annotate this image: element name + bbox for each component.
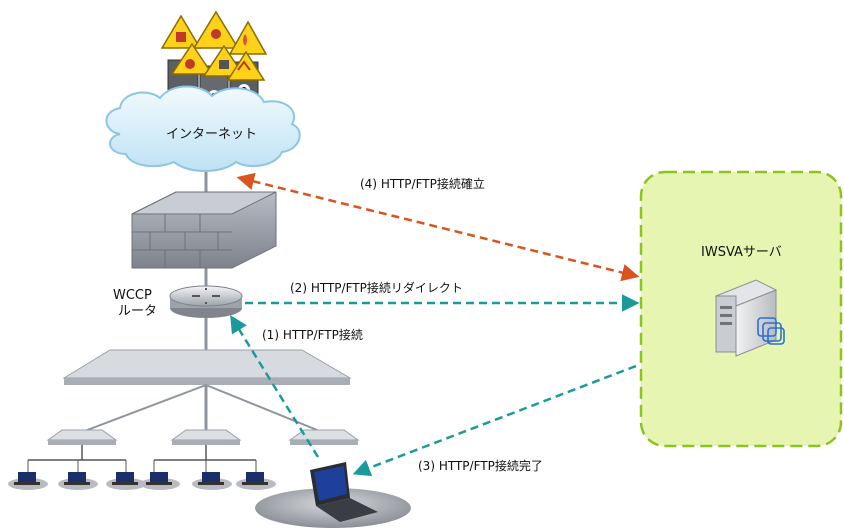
router-label-line1: WCCP xyxy=(113,288,152,303)
access-switches xyxy=(27,384,360,476)
arrow-step1 xyxy=(230,315,320,458)
client-laptop-icon xyxy=(255,462,411,528)
internet-label: インターネット xyxy=(166,127,258,142)
step3-label: (3) HTTP/FTP接続完了 xyxy=(418,459,543,473)
cloud-icon xyxy=(105,85,301,172)
arrow-step4 xyxy=(236,172,640,282)
router-label-line2: ルータ xyxy=(118,304,158,319)
warning-icon xyxy=(160,10,268,81)
laptop-icon xyxy=(8,472,276,490)
server-icon xyxy=(714,279,785,357)
firewall-icon xyxy=(131,191,277,269)
arrow-step3 xyxy=(352,364,637,477)
step2-label: (2) HTTP/FTP接続リダイレクト xyxy=(290,281,463,295)
switch-icon xyxy=(62,349,352,432)
router-icon xyxy=(169,285,243,318)
step4-label: (4) HTTP/FTP接続確立 xyxy=(360,177,485,191)
server-label: IWSVAサーバ xyxy=(701,245,782,260)
step1-label: (1) HTTP/FTP接続 xyxy=(262,328,363,342)
